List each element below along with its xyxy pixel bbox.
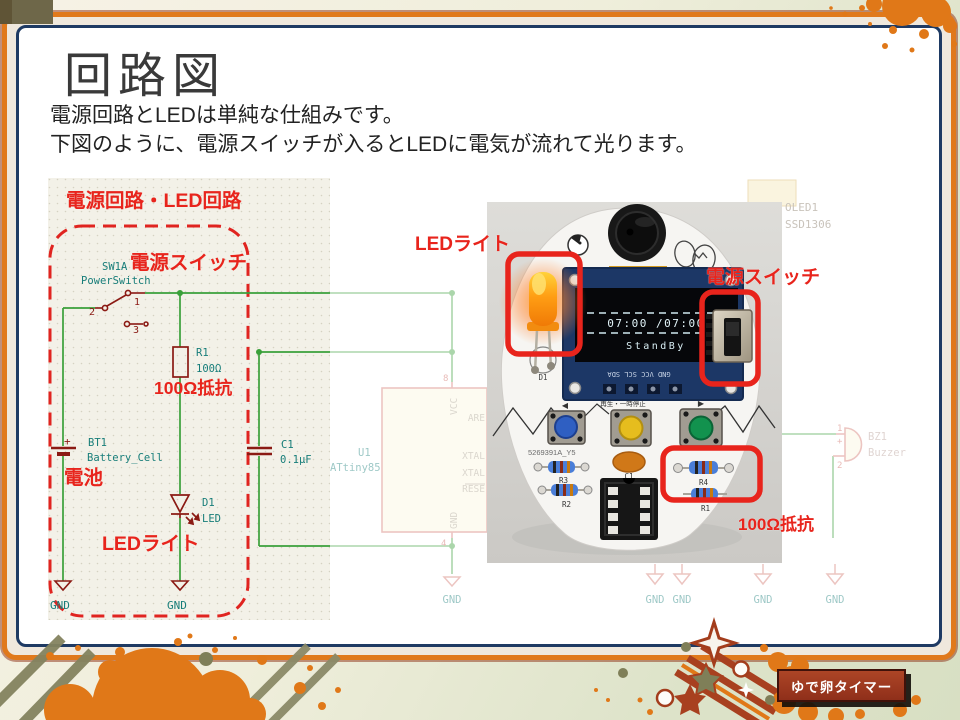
oled-symbol — [747, 179, 797, 207]
oled-ref: OLED1 — [785, 201, 818, 214]
gnd-symbol — [170, 580, 190, 592]
switch-ref: SW1A — [102, 261, 128, 273]
svg-text:R2: R2 — [562, 500, 571, 509]
right-arrow-print: ▶ — [698, 399, 705, 408]
buzzer-ref: BZ1 — [868, 431, 887, 443]
photo-annotation-resistor: 100Ω抵抗 — [738, 515, 814, 534]
buzzer — [608, 204, 666, 262]
svg-text:GND: GND — [673, 594, 692, 606]
power-circuit-group-box — [48, 224, 250, 618]
faded-schematic-region: 8 4 VCC GND ARE XTAL XTAL RESE U1 ATtiny… — [330, 290, 906, 606]
device-photo: 07:00 /07:00 StandBy GND VCC SCL SDA — [487, 202, 782, 563]
resistor-value: 100Ω — [196, 363, 221, 375]
oled-display-line2: StandBy — [626, 341, 686, 352]
footer-badge-label: ゆで卵タイマー — [790, 679, 893, 695]
button-blue — [547, 410, 586, 445]
button-green — [679, 408, 723, 447]
switch-pin1: 1 — [134, 297, 140, 308]
oled-value: SSD1306 — [785, 218, 831, 231]
photo-annotation-power-switch: 電源スイッチ — [706, 267, 821, 288]
device-photo-art: 07:00 /07:00 StandBy GND VCC SCL SDA — [492, 204, 776, 555]
led-d1-print: D1 — [538, 373, 547, 382]
resistor-r4: R4 — [673, 461, 734, 487]
ic-socket — [600, 478, 658, 540]
capacitor-symbol — [247, 446, 272, 456]
mcu-pin-aref: ARE — [468, 413, 485, 424]
led-light: C1 D1 — [499, 258, 587, 382]
buzzer-pin2: 2 — [837, 461, 842, 471]
mcu-ref: U1 — [358, 447, 371, 459]
switch-value: PowerSwitch — [81, 275, 151, 287]
crack-print-mid — [582, 403, 610, 419]
mcu-symbol — [381, 387, 488, 533]
mcu-pin-xtal1: XTAL — [462, 451, 485, 462]
diode-value: LED — [202, 513, 221, 525]
svg-text:GND: GND — [754, 594, 773, 606]
resistor-r3: R3 — [533, 461, 590, 485]
svg-text:R3: R3 — [559, 476, 568, 485]
mcu-pin-gnd: GND — [449, 512, 460, 529]
svg-text:R1: R1 — [701, 504, 710, 513]
resistor-ref: R1 — [196, 347, 209, 359]
circuit-schematic: 8 4 VCC GND ARE XTAL XTAL RESE U1 ATtiny… — [48, 178, 906, 620]
battery-ref: BT1 — [88, 437, 107, 449]
svg-text:C1: C1 — [624, 472, 633, 481]
capacitor-value: 0.1μF — [280, 454, 312, 466]
led-highlight-box — [505, 251, 583, 357]
resistor-r2: R2 — [537, 484, 593, 509]
mcu-pin8-number: 8 — [443, 374, 448, 384]
annotation-battery: 電池 — [64, 466, 104, 489]
oled-pins-label: GND VCC SCL SDA — [607, 370, 671, 378]
buzzer-pin1: 1 — [837, 424, 842, 434]
disc-capacitor: C1 — [612, 451, 646, 481]
buzzer-value: Buzzer — [868, 447, 906, 459]
switch-pin2: 2 — [89, 307, 95, 318]
buzzer-symbol: 1 + 2 BZ1 Buzzer — [833, 424, 906, 471]
svg-text:GND: GND — [826, 594, 845, 606]
power-switch-symbol — [95, 289, 149, 328]
switch-pin3: 3 — [133, 325, 139, 336]
mcu-pin4-number: 4 — [441, 539, 446, 549]
mcu-pin-reset: RESE — [462, 484, 485, 495]
battery-symbol — [51, 446, 76, 456]
resistor-symbol — [172, 346, 189, 378]
capacitor-ref: C1 — [281, 439, 294, 451]
photo-annotation-led: LEDライト — [415, 234, 511, 255]
left-arrow-print: ◀ — [562, 401, 569, 410]
buzzer-plus: + — [837, 437, 843, 447]
body-line-1: 電源回路とLEDは単純な仕組みです。 — [50, 104, 404, 127]
led-diode-symbol — [169, 494, 201, 526]
wires — [62, 292, 330, 581]
body-line-2: 下図のように、電源スイッチが入るとLEDに電気が流れて光ります。 — [50, 133, 697, 156]
footer-badge: ゆで卵タイマー — [777, 669, 906, 702]
resistor-r1: R1 — [683, 488, 727, 513]
diode-ref: D1 — [202, 497, 215, 509]
mcu-value: ATtiny85 — [330, 462, 381, 474]
battery-value: Battery_Cell — [87, 452, 163, 464]
mcu-pin-xtal2: XTAL — [462, 468, 485, 479]
annotation-power-switch: 電源スイッチ — [130, 251, 247, 274]
oled-display-line1: 07:00 /07:00 — [607, 317, 704, 330]
annotation-resistor: 100Ω抵抗 — [154, 378, 233, 398]
button-yellow — [610, 409, 652, 447]
power-slide-switch — [706, 309, 753, 363]
page-title: 回路図 — [64, 50, 227, 103]
faded-wires — [330, 292, 836, 574]
battery-plus: + — [64, 435, 71, 448]
switch-highlight-box — [699, 289, 761, 387]
gnd-label: GND — [443, 594, 462, 606]
gnd-row: GND GND GND GND — [645, 564, 845, 606]
svg-text:GND: GND — [646, 594, 665, 606]
serial-print: 5269391A_Y5 — [528, 448, 576, 457]
gnd-label: GND — [167, 599, 187, 612]
annotation-led: LEDライト — [102, 533, 200, 555]
svg-text:R4: R4 — [699, 478, 709, 487]
gnd-symbol — [53, 580, 73, 592]
play-pause-print: 再生・一時停止 — [600, 399, 646, 408]
mcu-pin-vcc: VCC — [449, 398, 460, 415]
group-title: 電源回路・LED回路 — [66, 189, 242, 212]
resistor-highlight-box — [660, 445, 763, 503]
body-text: 電源回路とLEDは単純な仕組みです。 下図のように、電源スイッチが入るとLEDに… — [50, 101, 697, 159]
gnd-label: GND — [50, 599, 70, 612]
